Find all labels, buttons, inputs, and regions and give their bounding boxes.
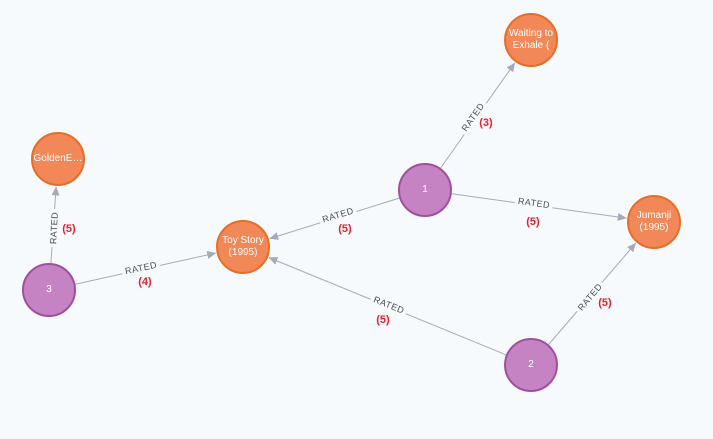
node-label: Jumanji (636, 210, 672, 221)
edge-rating: (5) (338, 223, 352, 235)
node-label: Exhale ( (512, 40, 550, 51)
node-label: 1 (422, 184, 428, 195)
node-label: 2 (528, 359, 534, 370)
node-label: Toy Story (222, 235, 264, 246)
node-label: GoldenE… (33, 153, 83, 164)
edge-rating: (4) (138, 276, 152, 288)
node-user-2[interactable]: 2 (504, 338, 558, 392)
edge-label-rated[interactable]: RATED (48, 208, 60, 248)
edge-rating: (5) (62, 223, 76, 235)
node-label: (1995) (639, 222, 669, 233)
node-movie-toy-story[interactable]: Toy Story (1995) (216, 220, 270, 274)
node-user-1[interactable]: 1 (398, 163, 452, 217)
node-label: 3 (46, 284, 52, 295)
node-movie-waiting-to-exhale[interactable]: Waiting to Exhale ( (504, 13, 558, 67)
node-movie-jumanji[interactable]: Jumanji (1995) (627, 195, 681, 249)
node-movie-goldeneye[interactable]: GoldenE… (31, 132, 85, 186)
edge-rating: (3) (479, 117, 493, 129)
node-label: Waiting to (508, 28, 554, 39)
node-user-3[interactable]: 3 (22, 263, 76, 317)
edge-rating: (5) (598, 297, 612, 309)
edge-rating: (5) (376, 314, 390, 326)
node-label: (1995) (228, 247, 258, 258)
edge-rating: (5) (526, 216, 540, 228)
